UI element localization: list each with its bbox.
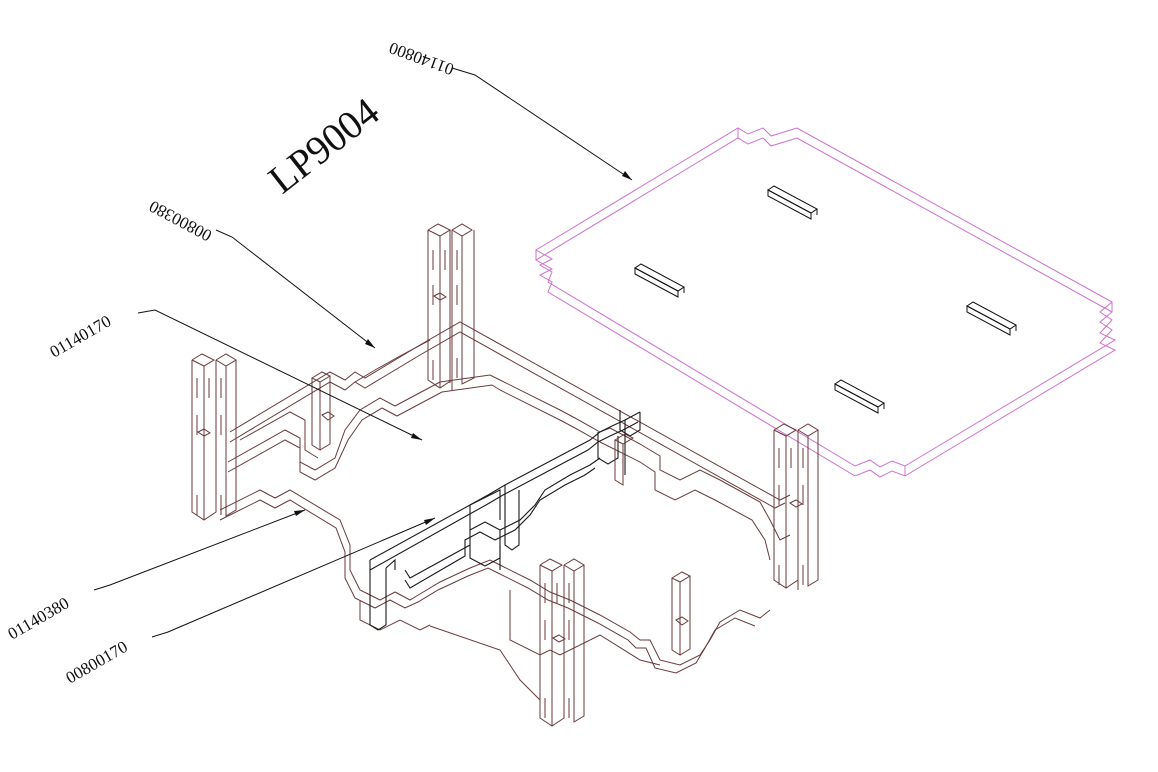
leader-top-board xyxy=(451,67,633,181)
leader-short-runner xyxy=(151,517,436,638)
callout-long-runner: 00800380 xyxy=(146,197,215,246)
callout-top-board: 01140800 xyxy=(387,38,457,79)
connector-block xyxy=(613,433,635,486)
connector-block xyxy=(310,371,335,451)
callout-upper-beam: 01140170 xyxy=(47,311,115,361)
pallet-frame xyxy=(191,223,819,727)
lower-beam xyxy=(219,489,771,701)
callout-lower-beam: 01140380 xyxy=(5,593,73,643)
board-slot xyxy=(966,301,1017,336)
callout-short-runner: 00800170 xyxy=(63,637,131,687)
board-slot xyxy=(834,379,885,414)
connector-block xyxy=(670,571,692,656)
upper-beam xyxy=(227,374,791,561)
post-left xyxy=(191,353,237,521)
post-right xyxy=(773,423,819,590)
leader-long-runner xyxy=(215,229,376,349)
short-runner xyxy=(369,410,641,631)
post-back xyxy=(427,223,475,390)
back-long-runner xyxy=(229,321,791,509)
leader-lower-beam xyxy=(93,509,306,591)
post-front xyxy=(539,558,585,727)
board-slot xyxy=(767,185,818,220)
leader-upper-beam xyxy=(137,309,423,441)
top-board xyxy=(535,127,1117,478)
drawing-title: LP9004 xyxy=(260,89,388,202)
board-slot xyxy=(634,263,685,298)
